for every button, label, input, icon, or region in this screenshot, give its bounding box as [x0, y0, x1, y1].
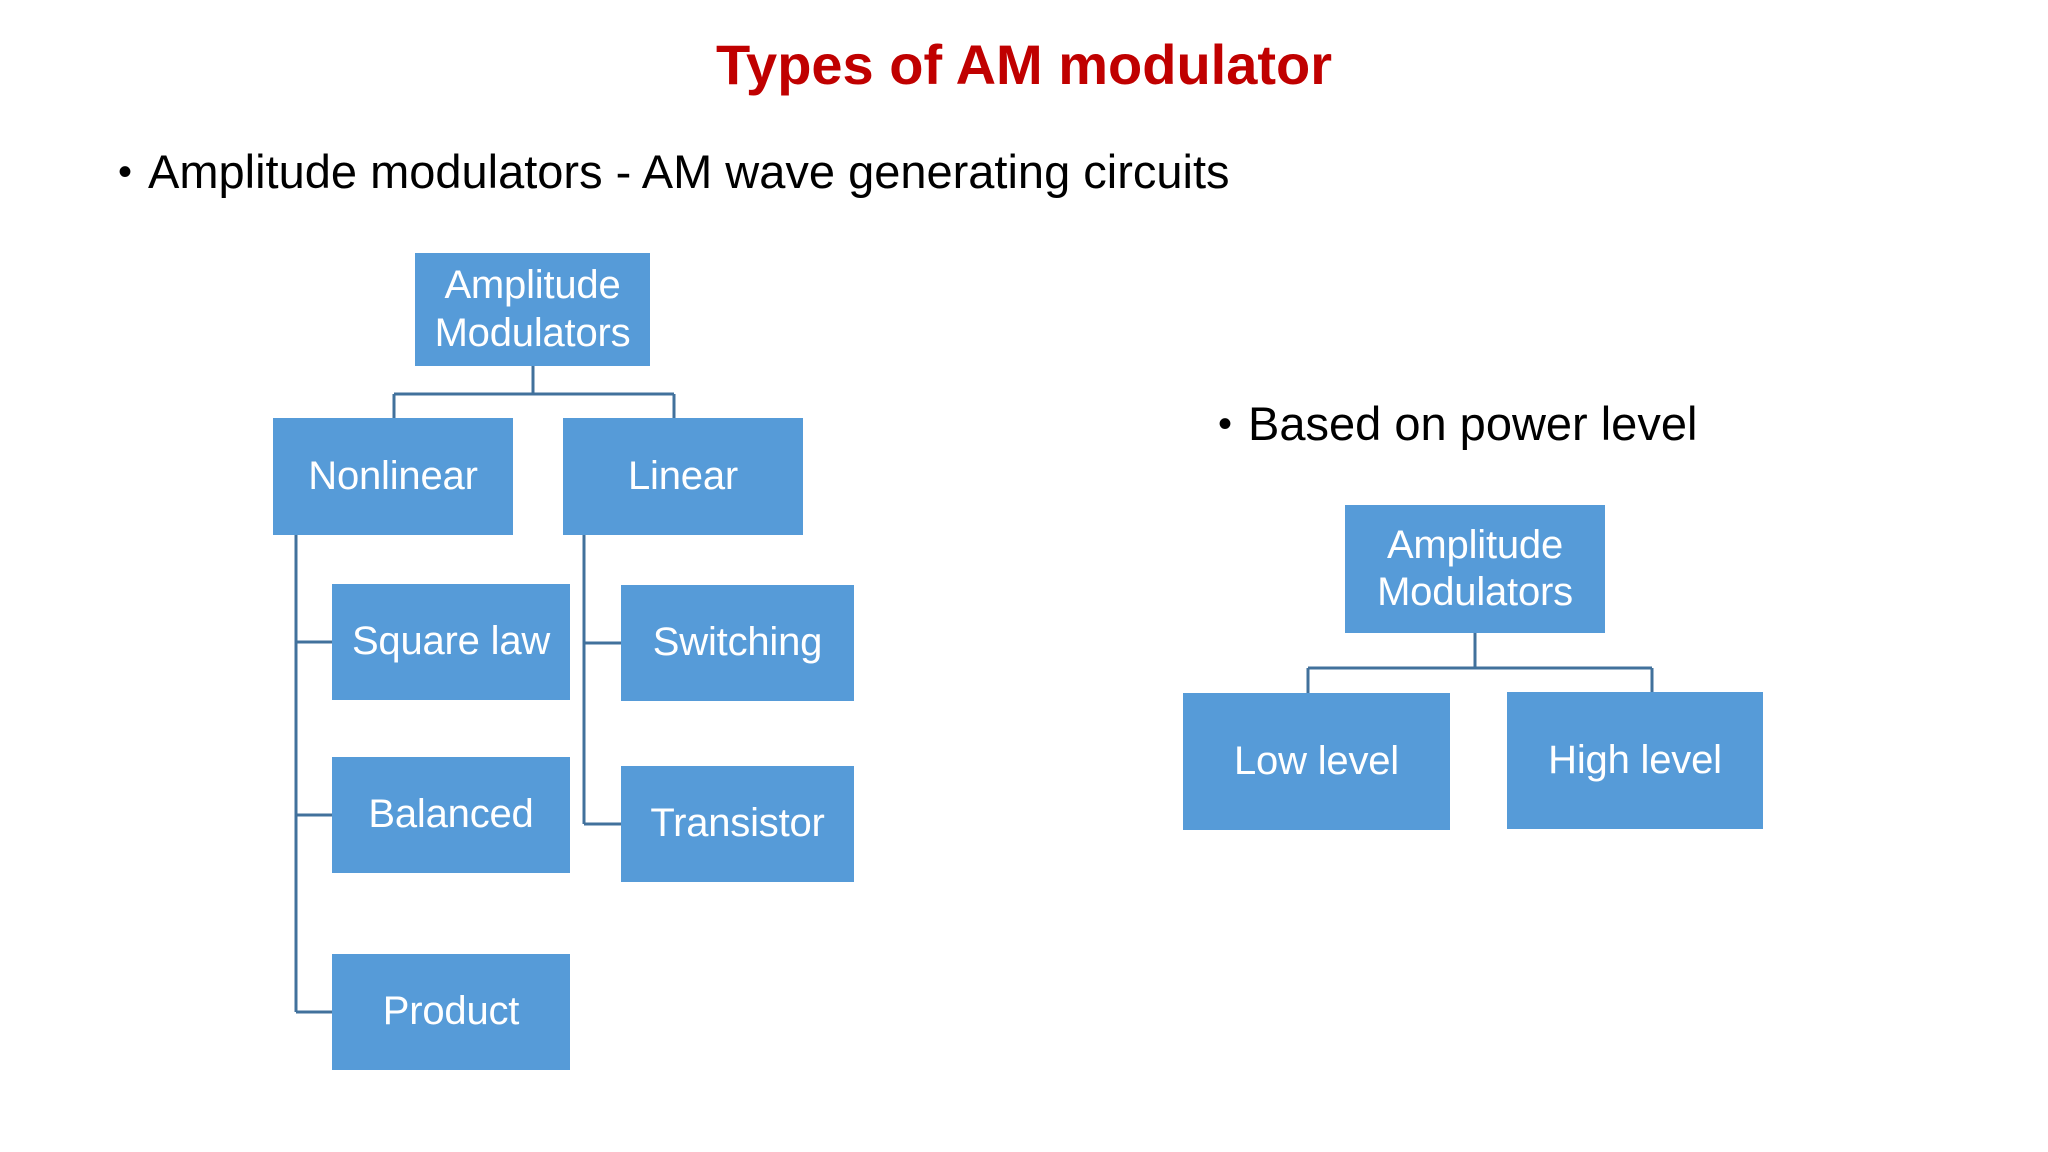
node-linear[interactable]: Linear [563, 418, 803, 535]
node-square-law[interactable]: Square law [332, 584, 570, 700]
node-label: Linear [628, 453, 738, 498]
node-label: Low level [1234, 738, 1399, 783]
node-label: Transistor [650, 801, 825, 846]
node-low-level[interactable]: Low level [1183, 693, 1450, 830]
node-transistor[interactable]: Transistor [621, 766, 854, 882]
node-label: Nonlinear [308, 453, 478, 498]
node-label-line2: Modulators [434, 310, 631, 355]
diagram-power-level-classification: Amplitude Modulators Low level High leve… [1100, 440, 1900, 860]
node-nonlinear[interactable]: Nonlinear [273, 418, 513, 535]
bullet-text-right: Based on power level [1248, 397, 1698, 450]
node-label: Balanced [368, 792, 534, 837]
diagram-amplitude-modulator-classification: Amplitude Modulators Nonlinear Linear Sq… [0, 0, 900, 1152]
node-label: Product [382, 989, 520, 1034]
node-amplitude-modulators-root[interactable]: Amplitude Modulators [1345, 505, 1605, 633]
bullet-amplitude-modulators: • Amplitude modulators - AM wave generati… [118, 146, 1230, 198]
node-product[interactable]: Product [332, 954, 570, 1070]
page-title: Types of AM modulator [716, 33, 1332, 96]
node-label-line1: Amplitude [444, 263, 621, 308]
diagram-left-connectors [294, 366, 676, 1014]
bullet-marker-icon: • [1218, 402, 1233, 446]
bullet-based-on-power-level: • Based on power level [1218, 398, 1697, 450]
node-label: Square law [351, 619, 551, 664]
node-label-line2: Modulators [1377, 570, 1573, 614]
node-switching[interactable]: Switching [621, 585, 854, 701]
bullet-marker-icon: • [118, 150, 133, 194]
node-balanced[interactable]: Balanced [332, 757, 570, 873]
node-label: High level [1548, 737, 1722, 782]
bullet-text-left: Amplitude modulators - AM wave generatin… [148, 145, 1230, 198]
node-label: Switching [652, 620, 823, 665]
node-amplitude-modulators-root[interactable]: Amplitude Modulators [415, 253, 650, 366]
node-label-line1: Amplitude [1386, 522, 1564, 567]
diagram-right-connectors [1306, 633, 1654, 693]
node-high-level[interactable]: High level [1507, 692, 1763, 829]
